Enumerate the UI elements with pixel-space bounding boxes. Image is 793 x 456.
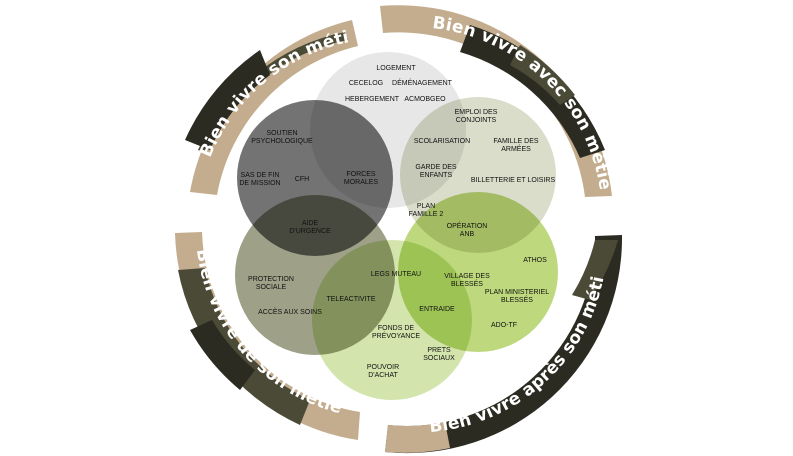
label-athos: ATHOS (523, 257, 547, 264)
label-pouvoir-1: POUVOIR (367, 364, 399, 371)
label-aide-2: D'URGENCE (289, 228, 331, 235)
label-teleactivite: TELEACTIVITE (326, 296, 375, 303)
label-aide-1: AIDE (302, 220, 319, 227)
label-logement: LOGEMENT (376, 65, 416, 72)
label-acmobgeo: ACMOBGEO (404, 96, 446, 103)
label-protection-2: SOCIALE (256, 284, 287, 291)
circle-bottom (312, 240, 472, 400)
label-sas-1: SAS DE FIN (241, 172, 280, 179)
ring-segment-bottom-right (385, 235, 623, 454)
label-garde-2: ENFANTS (420, 172, 453, 179)
label-legs: LEGS MUTEAU (371, 271, 421, 278)
label-fonds-1: FONDS DE (378, 325, 415, 332)
labels: LOGEMENT CECELOG DÉMÉNAGEMENT HEBERGEMEN… (239, 65, 555, 379)
label-plan-famille-2: FAMILLE 2 (409, 211, 444, 218)
label-sas-2: DE MISSION (239, 180, 280, 187)
label-emploi-2: CONJOINTS (456, 117, 497, 124)
ring-segment-bottom-left (175, 232, 360, 440)
label-scolarisation: SCOLARISATION (414, 138, 470, 145)
label-famille-1: FAMILLE DES (493, 138, 538, 145)
label-garde-1: GARDE DES (415, 164, 457, 171)
venn-circles (235, 52, 558, 400)
label-plan-min-2: BLESSÉS (501, 295, 533, 304)
label-plan-min-1: PLAN MINISTERIEL (485, 289, 549, 296)
label-village-2: BLESSÉS (451, 279, 483, 288)
label-prets-2: SOCIAUX (423, 355, 455, 362)
label-forces-2: MORALES (344, 179, 379, 186)
label-forces-1: FORCES (346, 171, 376, 178)
label-demenagement: DÉMÉNAGEMENT (392, 78, 453, 87)
label-protection-1: PROTECTION (248, 276, 294, 283)
label-acces-soins: ACCÈS AUX SOINS (258, 307, 322, 316)
label-cecelog: CECELOG (349, 80, 383, 87)
ring-segment-top-left (185, 20, 358, 195)
label-village-1: VILLAGE DES (444, 273, 490, 280)
label-emploi-1: EMPLOI DES (455, 109, 498, 116)
label-plan-famille-1: PLAN (417, 203, 435, 210)
label-operation-1: OPÉRATION (447, 221, 488, 230)
label-pouvoir-2: D'ACHAT (368, 372, 398, 379)
label-entraide: ENTRAIDE (419, 306, 455, 313)
label-fonds-2: PRÉVOYANCE (372, 331, 420, 340)
label-hebergement: HEBERGEMENT (345, 96, 400, 103)
label-prets-1: PRETS (427, 347, 451, 354)
label-operation-2: ANB (460, 231, 475, 238)
label-ado-tf: ADO-TF (491, 322, 517, 329)
label-famille-2: ARMÉES (501, 144, 531, 153)
label-soutien-1: SOUTIEN (266, 130, 297, 137)
label-soutien-2: PSYCHOLOGIQUE (251, 138, 313, 145)
ring-segment-top-right (380, 5, 612, 197)
label-billetterie: BILLETTERIE ET LOISIRS (471, 177, 556, 184)
label-cfh: CFH (295, 176, 309, 183)
